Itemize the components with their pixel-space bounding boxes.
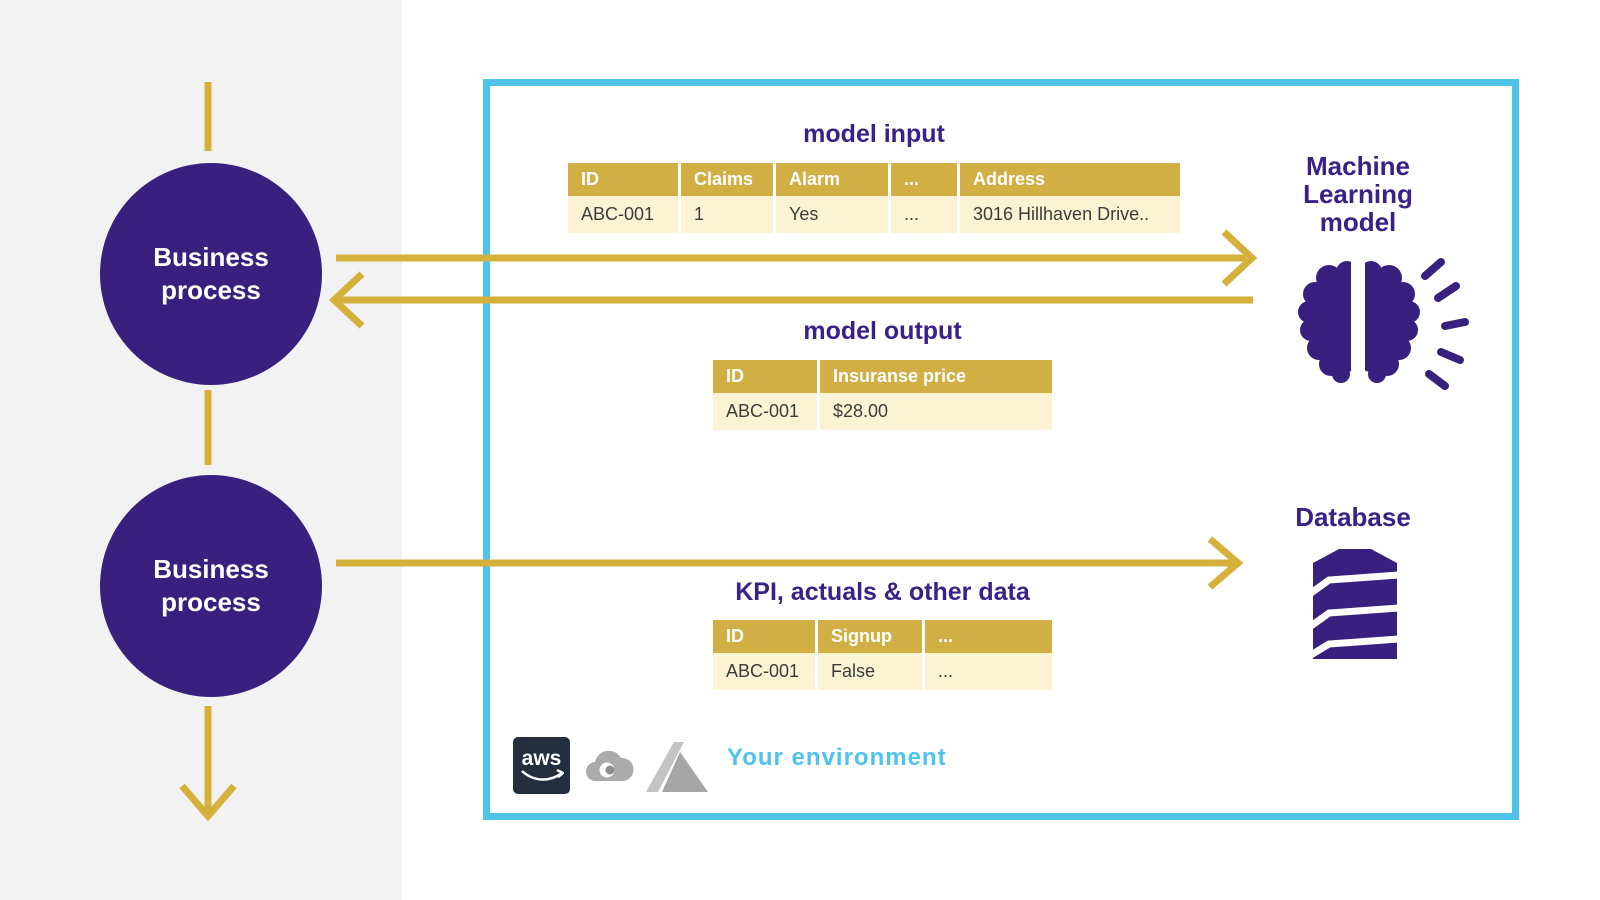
business-process-label: Business process xyxy=(153,241,269,305)
aws-logo: aws xyxy=(513,737,570,794)
table-header-cell: ... xyxy=(891,163,957,196)
database-icon xyxy=(1313,549,1397,659)
kpi-title: KPI, actuals & other data xyxy=(735,578,1030,606)
table-header-cell: ID xyxy=(568,163,678,196)
google-cloud-logo xyxy=(585,750,634,782)
table-data-cell: ... xyxy=(891,196,957,233)
table-header-cell: Address xyxy=(960,163,1180,196)
table-header-cell: ... xyxy=(925,620,1052,653)
aws-logo-text: aws xyxy=(521,746,562,770)
model-input-title: model input xyxy=(803,120,945,148)
table-data-cell: ABC-001 xyxy=(713,393,817,430)
your-environment-label: Your environment xyxy=(727,744,947,771)
azure-logo xyxy=(646,742,708,792)
business-process-node-2: Business process xyxy=(100,475,322,697)
table-header-cell: ID xyxy=(713,360,817,393)
table-data-cell: False xyxy=(818,653,922,690)
table-data-cell: ABC-001 xyxy=(568,196,678,233)
model-output-table: ID Insuranse price ABC-001 $28.00 xyxy=(713,360,1052,430)
left-background-strip xyxy=(0,0,402,900)
table-header-cell: Insuranse price xyxy=(820,360,1052,393)
table-data-cell: Yes xyxy=(776,196,888,233)
model-output-title: model output xyxy=(803,317,962,345)
kpi-table: ID Signup ... ABC-001 False ... xyxy=(713,620,1052,690)
business-process-label: Business process xyxy=(153,553,269,617)
table-header-cell: Signup xyxy=(818,620,922,653)
business-process-node-1: Business process xyxy=(100,163,322,385)
brain-icon xyxy=(1298,254,1469,399)
model-input-table: ID Claims Alarm ... Address ABC-001 1 Ye… xyxy=(568,163,1180,233)
table-data-cell: $28.00 xyxy=(820,393,1052,430)
table-header-cell: Alarm xyxy=(776,163,888,196)
database-label: Database xyxy=(1295,502,1411,532)
table-data-cell: ABC-001 xyxy=(713,653,815,690)
table-data-cell: 1 xyxy=(681,196,773,233)
table-header-cell: ID xyxy=(713,620,815,653)
table-data-cell: 3016 Hillhaven Drive.. xyxy=(960,196,1180,233)
table-data-cell: ... xyxy=(925,653,1052,690)
table-header-cell: Claims xyxy=(681,163,773,196)
aws-smile-icon xyxy=(520,768,564,781)
ml-model-label: Machine Learning model xyxy=(1303,151,1413,238)
